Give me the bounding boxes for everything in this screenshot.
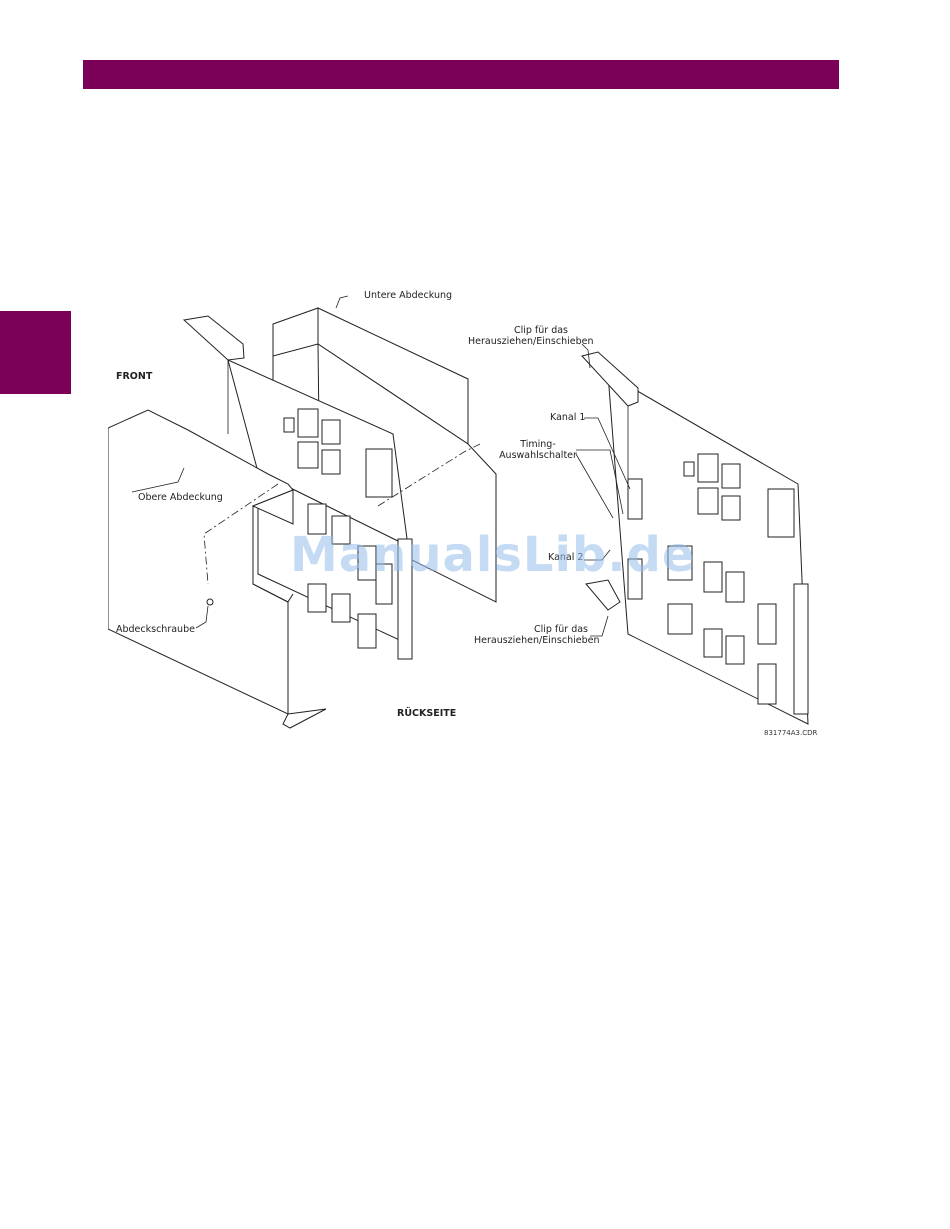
left-connector-block (366, 449, 392, 497)
lower-cover-flange (273, 308, 318, 356)
label-kanal-1: Kanal 1 (550, 412, 585, 423)
figure-drawing (108, 284, 820, 744)
label-front: FRONT (116, 371, 152, 382)
header-bar (83, 60, 839, 89)
chapter-side-tab (0, 311, 71, 394)
label-obere-abdeckung: Obere Abdeckung (138, 492, 223, 503)
right-bottom-clip (586, 580, 620, 610)
label-timing-line1: Timing- (496, 439, 580, 450)
upper-cover-foot (283, 709, 326, 728)
label-rueckseite: RÜCKSEITE (397, 708, 456, 719)
cover-screw-icon (207, 599, 213, 605)
label-timing-line2: Auswahlschalter (496, 450, 580, 461)
right-connector-block (768, 489, 794, 537)
label-clip-top: Clip für das Herausziehen/Einschieben (468, 325, 568, 347)
label-clip-top-line1: Clip für das (468, 325, 568, 336)
label-clip-bottom-line2: Herausziehen/Einschieben (474, 635, 588, 646)
label-clip-top-line2: Herausziehen/Einschieben (468, 336, 568, 347)
left-top-clip (184, 316, 244, 360)
watermark: ManualsLib.de (290, 527, 695, 583)
right-terminal-strip (794, 584, 808, 714)
drawing-code: 831774A3.CDR (764, 728, 817, 739)
label-clip-bottom: Clip für das Herausziehen/Einschieben (474, 624, 588, 646)
label-timing: Timing- Auswahlschalter (496, 439, 580, 461)
exploded-view-figure: Untere Abdeckung FRONT Obere Abdeckung A… (108, 284, 820, 744)
label-clip-bottom-line1: Clip für das (474, 624, 588, 635)
label-abdeckschraube: Abdeckschraube (116, 624, 195, 635)
label-untere-abdeckung: Untere Abdeckung (364, 290, 452, 301)
